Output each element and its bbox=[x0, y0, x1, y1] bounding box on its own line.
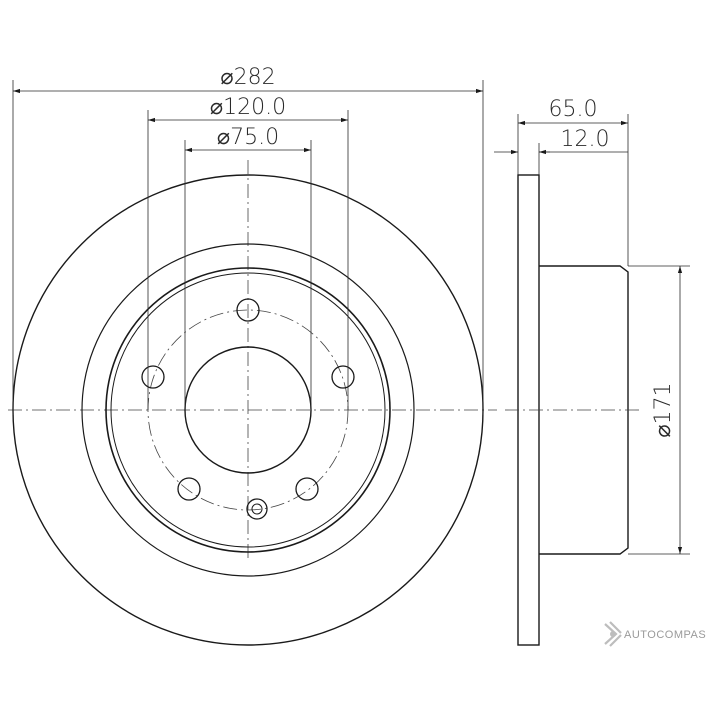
total-height-label: 65.0 bbox=[549, 97, 598, 122]
watermark-text: AUTOCOMPAS bbox=[624, 629, 706, 641]
friction-ring-inner-edge bbox=[81, 243, 415, 577]
hub-diameter-label: ⌀171 bbox=[651, 382, 676, 437]
center-bore-label: ⌀75.0 bbox=[217, 125, 279, 150]
side-dimensions: 65.0 12.0 ⌀171 bbox=[494, 97, 690, 555]
bolt-hole bbox=[177, 477, 201, 501]
side-view bbox=[505, 174, 640, 646]
thickness-label: 12.0 bbox=[561, 127, 610, 152]
locating-hole-inner bbox=[251, 503, 263, 515]
bolt-hole bbox=[295, 477, 319, 501]
bolt-hole bbox=[331, 365, 355, 389]
front-dimensions: ⌀282 ⌀120.0 ⌀75.0 bbox=[12, 65, 484, 415]
bolt-hole bbox=[141, 365, 165, 389]
hub-edge bbox=[105, 267, 391, 553]
locating-hole bbox=[246, 498, 268, 520]
bolt-circle-label: ⌀120.0 bbox=[210, 95, 286, 120]
outer-diameter-label: ⌀282 bbox=[220, 65, 275, 90]
watermark: AUTOCOMPAS bbox=[604, 621, 706, 647]
front-view bbox=[8, 160, 497, 646]
hub-inner-edge bbox=[110, 272, 386, 548]
bolt-hole bbox=[236, 298, 260, 322]
autocompas-logo-icon bbox=[604, 621, 622, 647]
